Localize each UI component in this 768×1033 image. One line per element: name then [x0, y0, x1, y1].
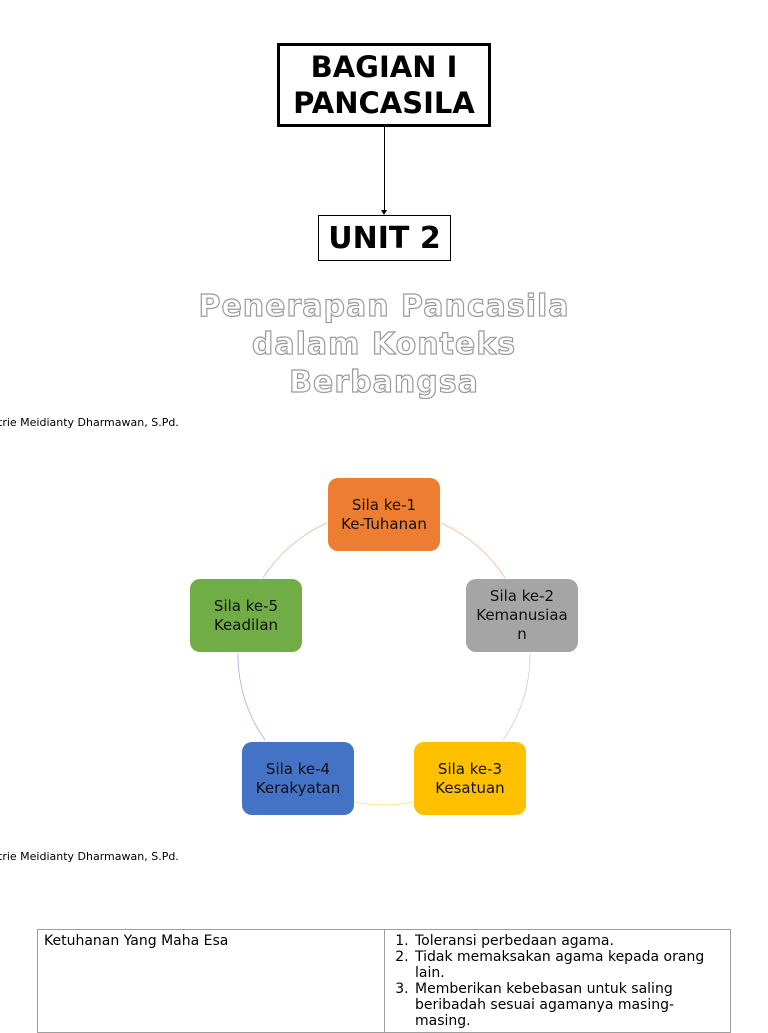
connector-arrow-line [384, 127, 385, 211]
table-row: Ketuhanan Yang Maha Esa Toleransi perbed… [37, 929, 731, 1033]
node-label: Kerakyatan [255, 778, 341, 797]
principle-cell: Ketuhanan Yang Maha Esa [37, 929, 385, 1033]
cycle-arc-3 [354, 801, 414, 806]
node-title: Sila ke-1 [351, 495, 417, 514]
subtitle-line3: Berbangsa [289, 364, 479, 400]
cycle-node-sila-3: Sila ke-3 Kesatuan [414, 742, 526, 815]
node-title: Sila ke-5 [213, 596, 279, 615]
points-cell: Toleransi perbedaan agama. Tidak memaksa… [384, 929, 731, 1033]
list-item: Memberikan kebebasan untuk saling beriba… [413, 981, 724, 1029]
list-item: Tidak memaksakan agama kepada orang lain… [413, 949, 724, 981]
cycle-arc-4 [237, 652, 266, 741]
chapter-subtitle: Penerapan Pancasila dalam Konteks Berban… [170, 288, 598, 402]
node-label: Kesatuan [435, 778, 505, 797]
points-list: Toleransi perbedaan agama. Tidak memaksa… [391, 933, 724, 1029]
list-item: Toleransi perbedaan agama. [413, 933, 724, 949]
cycle-node-sila-4: Sila ke-4 Kerakyatan [242, 742, 354, 815]
cycle-arc-2 [502, 652, 531, 741]
cycle-arc-1 [440, 522, 506, 579]
part-title-line1: BAGIAN I [310, 50, 458, 84]
author-credit-top: trie Meidianty Dharmawan, S.Pd. [0, 416, 179, 429]
cycle-node-sila-1: Sila ke-1 Ke-Tuhanan [328, 478, 440, 551]
node-title: Sila ke-2 [489, 587, 555, 605]
unit-title-box: UNIT 2 [318, 215, 451, 261]
node-label: Kemanusiaan [476, 606, 568, 643]
cycle-arc-5 [262, 522, 328, 579]
author-credit-bottom: trie Meidianty Dharmawan, S.Pd. [0, 850, 179, 863]
subtitle-line1: Penerapan Pancasila [198, 288, 570, 324]
application-table: Ketuhanan Yang Maha Esa Toleransi perbed… [37, 929, 731, 1033]
arrow-head-icon [381, 210, 387, 215]
subtitle-line2: dalam Konteks [251, 326, 517, 362]
cycle-node-sila-5: Sila ke-5 Keadilan [190, 579, 302, 652]
part-title-box: BAGIAN I PANCASILA [277, 43, 491, 127]
part-title-line2: PANCASILA [293, 86, 475, 120]
node-label: Keadilan [213, 615, 279, 634]
node-title: Sila ke-4 [265, 759, 331, 778]
node-title: Sila ke-3 [437, 759, 503, 778]
node-label: Ke-Tuhanan [341, 514, 427, 533]
unit-title: UNIT 2 [328, 220, 441, 256]
cycle-node-sila-2: Sila ke-2 Kemanusiaan [466, 579, 578, 652]
